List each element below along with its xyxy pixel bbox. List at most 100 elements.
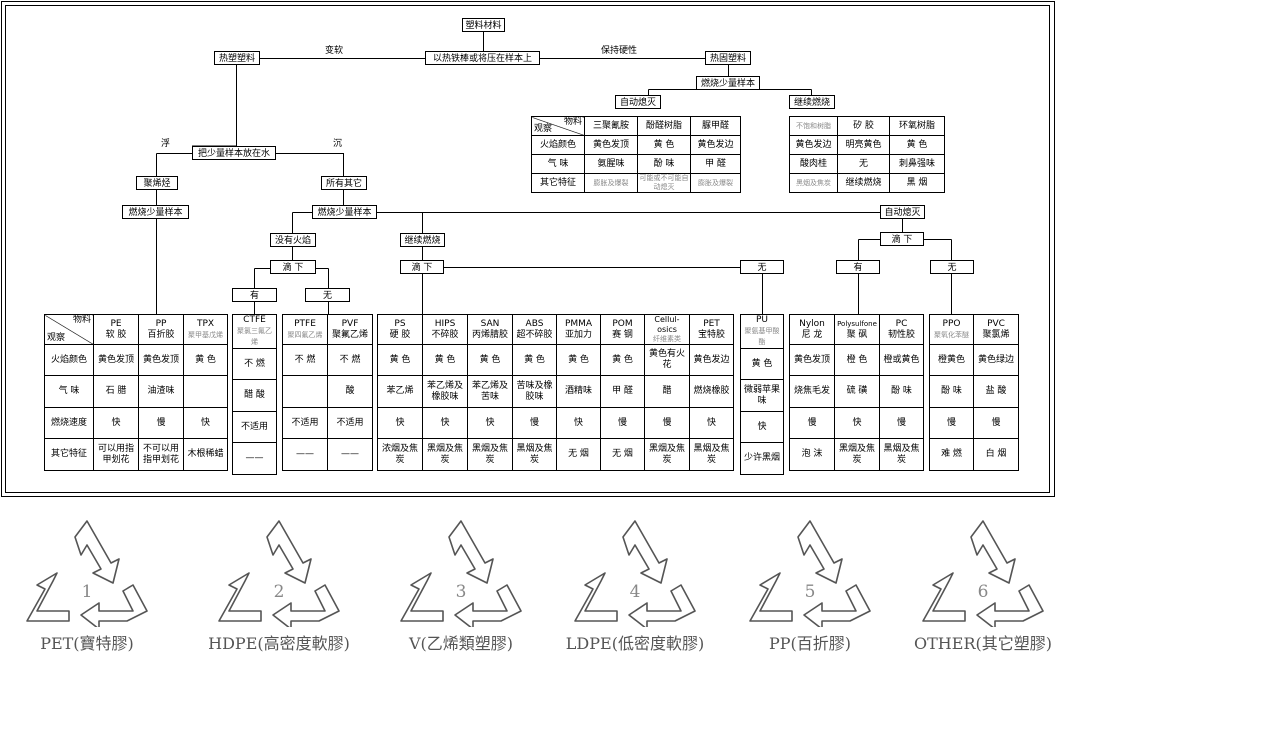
table-cell: 快	[740, 411, 784, 443]
self-extinguish-box-2: 自动熄灭	[880, 205, 925, 219]
column-header: 环氧树脂	[889, 116, 945, 136]
table-cell: 黄 色	[512, 344, 557, 376]
table-cell: 酸	[327, 375, 373, 408]
table-cell: 快	[183, 407, 228, 439]
yes-box-3: 有	[836, 260, 880, 274]
table-cell: 硫 磺	[834, 375, 880, 408]
table-cell: ——	[232, 442, 277, 475]
inner-frame	[5, 5, 1050, 493]
table-cell: 快	[556, 407, 601, 439]
table-cell: 木根稀蜡	[183, 438, 228, 471]
table-cell: 不可以用指甲划花	[138, 438, 184, 471]
table-cell: 苯乙烯	[377, 375, 423, 408]
recycle-arrow	[448, 520, 494, 584]
table-cell: 黄色发顶	[138, 344, 184, 376]
table-cell: 酚 味	[879, 375, 924, 408]
table-cell: 少许黑烟	[740, 442, 784, 475]
table-cell: 黄 色	[183, 344, 228, 376]
recycle-arrow	[26, 572, 70, 622]
table-cell: 黄色发边	[690, 135, 741, 155]
table-cell: 黄 色	[422, 344, 468, 376]
recycle-arrow	[628, 584, 696, 627]
table-cell: 明亮黄色	[837, 135, 890, 155]
polyolefin-box: 聚烯烃	[136, 176, 178, 190]
table-cell: 黑 烟	[889, 173, 945, 193]
table-cell: 酚 味	[929, 375, 974, 408]
table-cell: 黄色发顶	[93, 344, 139, 376]
burn-box-olefin: 燃烧少量样本	[122, 205, 189, 219]
table-cell: 无 烟	[600, 438, 645, 471]
drip-box-1: 滴 下	[270, 260, 316, 274]
recycle-caption: OTHER(其它塑膠)	[914, 634, 1052, 653]
table-cell: 黄色发边	[789, 135, 838, 155]
table-cell	[183, 375, 228, 408]
drip-box-3: 滴 下	[880, 232, 924, 246]
table-cell: 难 燃	[929, 438, 974, 471]
recycle-number: 1	[82, 582, 93, 602]
table-cell: 浓烟及焦炭	[377, 438, 423, 471]
recycle-arrow	[400, 572, 444, 622]
column-header: 脲甲醛	[690, 116, 741, 136]
float-label: 浮	[161, 139, 171, 149]
table-corner-cell: 物料观察	[44, 314, 94, 345]
table-cell: 慢	[600, 407, 645, 439]
table-cell: 酒精味	[556, 375, 601, 408]
recycle-caption: V(乙烯類塑膠)	[408, 634, 514, 653]
table-cell: 甲 醛	[600, 375, 645, 408]
table-cell: 黄 色	[556, 344, 601, 376]
recycle-caption: PET(寶特膠)	[40, 634, 134, 653]
recycle-number: 2	[274, 582, 285, 602]
hard-label: 保持硬性	[601, 46, 638, 56]
recycle-arrow	[74, 520, 120, 584]
yes-box-1: 有	[232, 288, 277, 302]
recycle-arrow	[970, 520, 1016, 584]
row-label: 其它特征	[44, 438, 94, 471]
thermoplastic-box: 热塑塑料	[214, 51, 260, 65]
recycle-number: 5	[805, 582, 816, 602]
recycle-triangle-icon: 4	[574, 520, 696, 627]
table-cell: 黄色发边	[689, 344, 734, 376]
all-others-box: 所有其它	[321, 176, 367, 190]
sink-label: 沉	[333, 139, 343, 149]
table-cell: 不 燃	[327, 344, 373, 376]
table-cell: 可以用指甲划花	[93, 438, 139, 471]
row-label: 其它特征	[531, 173, 585, 193]
outer-frame	[1, 1, 1055, 497]
table-cell: 酚 味	[637, 154, 691, 174]
table-cell: 快	[689, 407, 734, 439]
table-cell: 甲 醛	[690, 154, 741, 174]
table-cell: 盐 酸	[973, 375, 1019, 408]
recycle-arrow	[976, 584, 1044, 627]
table-cell: 白 烟	[973, 438, 1019, 471]
table-cell: 黄色绿边	[973, 344, 1019, 376]
recycle-arrow	[454, 584, 522, 627]
table-cell: 快	[467, 407, 513, 439]
table-cell: 无 烟	[556, 438, 601, 471]
table-cell: 慢	[929, 407, 974, 439]
recycle-triangle-icon: 2	[218, 520, 340, 627]
table-cell: 慢	[138, 407, 184, 439]
heat-test-box: 以热铁棒或将压在样本上	[425, 51, 540, 65]
table-cell: 黄 色	[889, 135, 945, 155]
table-cell: 黑烟及焦炭	[512, 438, 557, 471]
table-cell: 快	[93, 407, 139, 439]
table-cell: 烧焦毛发	[789, 375, 835, 408]
table-cell: 醋	[644, 375, 690, 408]
burn-box-thermoset: 燃烧少量样本	[696, 76, 760, 90]
soft-label: 变软	[325, 46, 344, 56]
column-header: 不饱和树脂	[789, 116, 838, 136]
table-cell: 慢	[644, 407, 690, 439]
row-label: 燃烧速度	[44, 407, 94, 439]
table-cell: 不适用	[327, 407, 373, 439]
